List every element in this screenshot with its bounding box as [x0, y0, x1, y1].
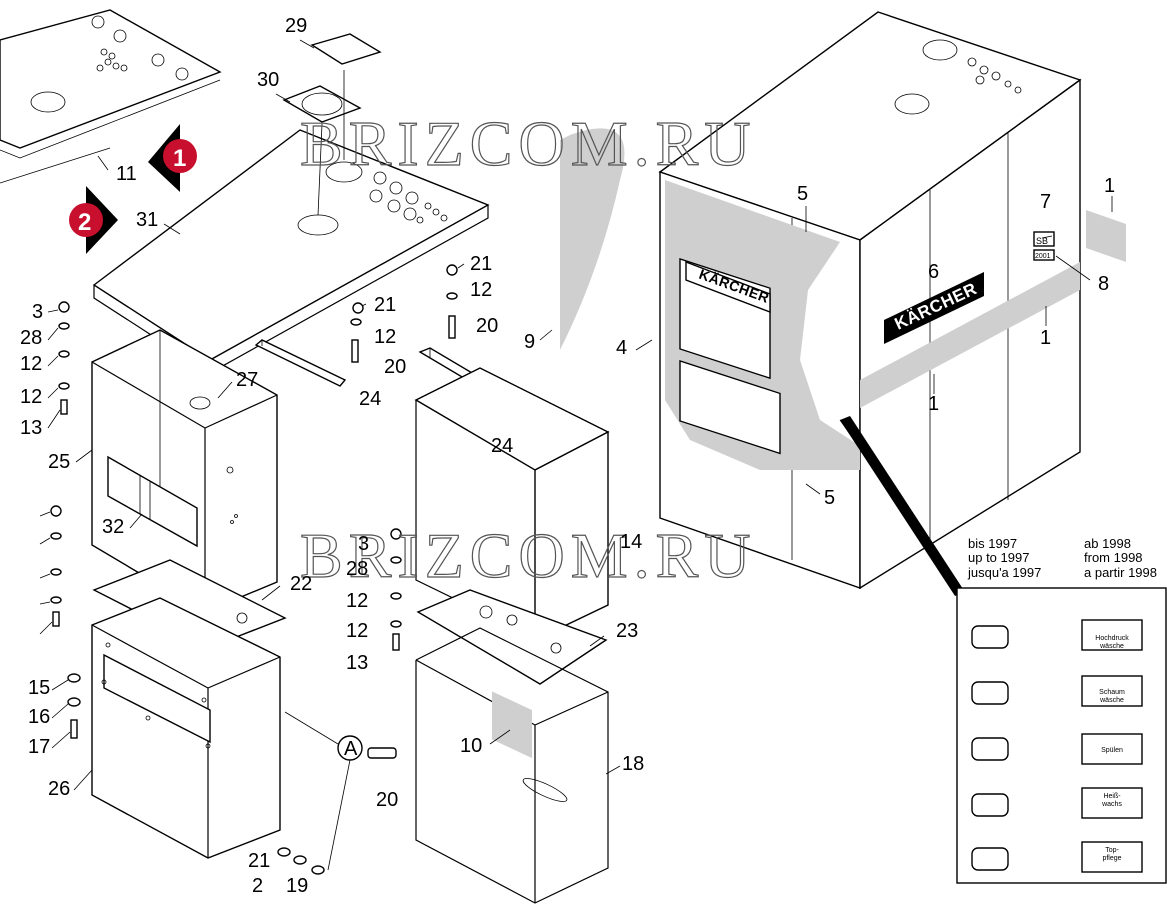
part-label: 12 [20, 353, 42, 375]
legend-right-line1: ab 1998 [1084, 536, 1131, 551]
fastener-stacks [50, 264, 458, 875]
legend-left-line2: up to 1997 [968, 550, 1029, 565]
part-label: 3 [358, 533, 369, 555]
part-label: 17 [28, 736, 50, 758]
watermark-middle: BRIZCOM.RU [300, 520, 757, 591]
program-4-line1: Heiß- [1103, 793, 1121, 800]
part-label: 27 [236, 369, 258, 391]
cabinet-14 [414, 367, 610, 642]
part-label: 12 [346, 590, 368, 612]
part-label: 4 [616, 337, 627, 359]
part-label: 1 [1040, 327, 1051, 349]
rail-24-left [254, 339, 347, 387]
part-label: 1 [1104, 175, 1115, 197]
legend-right-line3: a partir 1998 [1084, 565, 1157, 580]
program-1-line2: wäsche [1099, 643, 1124, 650]
gasket-29 [310, 33, 382, 65]
part-number-labels: 29 30 11 31 1 5 7 8 6 9 4 1 1 21 12 20 2… [20, 15, 1115, 897]
part-label: 3 [32, 301, 43, 323]
leader-lines [39, 39, 1113, 791]
part-label: 5 [824, 487, 835, 509]
legend-right-line2: from 1998 [1084, 550, 1143, 565]
badge-2-label: 2 [78, 209, 91, 236]
cabinet-26 [91, 597, 281, 859]
decal-legend: Hochdruck wäsche Schaum wäsche Spülen He… [956, 587, 1167, 884]
part-label: 20 [376, 789, 398, 811]
legend-left-line3: jusqu'a 1997 [967, 565, 1041, 580]
decal-year-label: 2001 [1035, 253, 1051, 260]
part-label: 15 [28, 677, 50, 699]
part-label: 12 [20, 386, 42, 408]
part-label: 30 [257, 69, 279, 91]
top-cover-31 [92, 70, 490, 374]
part-label: 21 [374, 294, 396, 316]
cabinet-25 [91, 329, 278, 613]
program-5-line2: pflege [1102, 855, 1121, 862]
program-1-line1: Hochdruck [1095, 635, 1129, 642]
badge-arrow-2: 2 [69, 186, 118, 254]
cabinet-18 [415, 627, 609, 904]
part-label: 14 [620, 531, 642, 553]
part-label: 2 [252, 875, 263, 897]
badge-arrow-1: 1 [148, 124, 197, 192]
part-label: 29 [285, 15, 307, 37]
part-label: 13 [346, 652, 368, 674]
gasket-30 [282, 85, 362, 123]
part-label: 20 [476, 315, 498, 337]
part-label: 21 [470, 253, 492, 275]
part-label: 11 [116, 163, 137, 185]
part-label: 28 [20, 327, 42, 349]
part-label: 20 [384, 356, 406, 378]
part-label: 24 [491, 435, 513, 457]
part-label: 16 [28, 706, 50, 728]
part-label: 22 [290, 573, 312, 595]
part-label: 13 [20, 417, 42, 439]
badge-1-label: 1 [173, 145, 186, 172]
part-label: 10 [460, 735, 482, 757]
callout-a-label: A [344, 738, 358, 760]
program-2-line2: wäsche [1099, 697, 1124, 704]
bracket-23 [416, 589, 608, 685]
part-label: 12 [346, 620, 368, 642]
part-label: 9 [524, 331, 535, 353]
program-4-line2: wachs [1101, 801, 1122, 808]
program-2-line1: Schaum [1099, 689, 1125, 696]
watermark-top: BRIZCOM.RU [300, 108, 757, 179]
program-3-line1: Spülen [1101, 747, 1123, 754]
program-5-line1: Top- [1105, 847, 1119, 854]
part-label: 25 [48, 451, 70, 473]
part-label: 12 [374, 326, 396, 348]
part-label: 31 [136, 209, 158, 231]
part-label: 32 [102, 516, 124, 538]
legend-left-line1: bis 1997 [968, 536, 1017, 551]
part-label: 24 [359, 388, 381, 410]
part-label: 7 [1040, 191, 1051, 213]
part-label: 18 [622, 753, 644, 775]
part-label: 23 [616, 620, 638, 642]
legend-rows: Hochdruck wäsche Schaum wäsche Spülen He… [971, 619, 1143, 873]
part-label: 6 [928, 261, 939, 283]
part-label: 28 [346, 558, 368, 580]
panel-11-top-plate [0, 9, 222, 184]
part-label: 5 [797, 183, 808, 205]
part-label: 12 [470, 279, 492, 301]
part-label: 1 [928, 393, 939, 415]
part-label: 8 [1098, 273, 1109, 295]
callout-a: A [284, 711, 397, 871]
part-label: 26 [48, 778, 70, 800]
assembled-machine: KÄRCHER KÄRCHER SB 2001 [560, 11, 1126, 596]
part-label: 19 [286, 875, 308, 897]
part-label: 21 [248, 850, 270, 872]
decal-sb-label: SB [1036, 236, 1048, 246]
